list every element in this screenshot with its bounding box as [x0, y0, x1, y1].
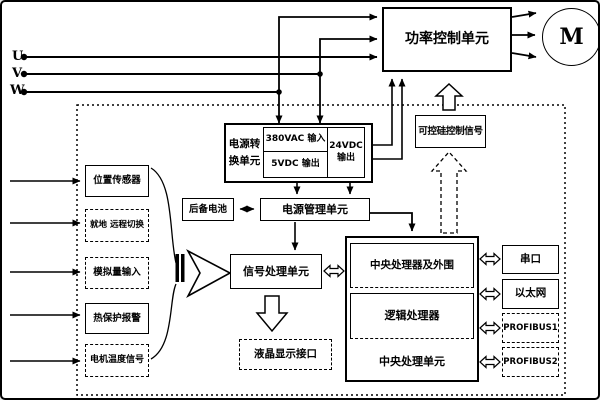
junction-dots — [20, 53, 323, 282]
ethernet-port: 以太网 — [502, 279, 559, 309]
power-control-unit: 功率控制单元 — [382, 7, 512, 72]
double-arrow-profibus2 — [479, 355, 501, 369]
input-brace — [150, 167, 177, 360]
double-arrow-profibus1 — [479, 321, 501, 335]
lcd-arrow — [255, 295, 289, 333]
cpu-unit-label: 中央处理单元 — [379, 355, 445, 368]
backup-battery: 后备电池 — [182, 198, 234, 221]
profibus2-port: PROFIBUS2 — [502, 347, 559, 377]
hollow-arrows — [186, 82, 501, 369]
vac-input: 380VAC 输入 — [263, 127, 328, 152]
phase-u-label: U — [12, 49, 24, 64]
power-conversion-unit-label: 电源转换单元 — [228, 138, 261, 167]
double-arrow-signal-cpu — [323, 264, 345, 278]
input-arrows — [10, 177, 81, 365]
signal-processing-unit: 信号处理单元 — [230, 254, 322, 289]
power-management-unit: 电源管理单元 — [260, 198, 370, 221]
power-wires — [239, 78, 416, 251]
dotted-enclosure — [76, 104, 566, 396]
input-box-thermal-protection-alarm: 热保护报警 — [85, 303, 149, 334]
phase-w-label: W — [10, 83, 25, 98]
input-box-local-remote-switch: 就地 远程切换 — [85, 209, 149, 242]
serial-port: 串口 — [502, 245, 559, 274]
bundle-arrow — [186, 249, 232, 298]
motor: M — [542, 8, 598, 66]
logic-processor: 逻辑处理器 — [350, 293, 474, 339]
scr-dashed-arrow — [430, 151, 468, 234]
profibus1-port: PROFIBUS1 — [502, 313, 559, 343]
scr-up-arrow — [434, 82, 464, 111]
phase-v-label: V — [12, 66, 23, 81]
lcd-display-interface: 液晶显示接口 — [239, 339, 332, 370]
phase-lines — [27, 13, 378, 124]
motor-wires — [511, 10, 537, 60]
input-box-position-sensor: 位置传感器 — [85, 165, 149, 197]
double-arrow-serial — [479, 252, 501, 266]
vdc5-output: 5VDC 输出 — [263, 151, 328, 178]
input-box-motor-temperature-signal: 电机温度信号 — [85, 344, 149, 377]
connector-bars — [175, 254, 179, 282]
double-arrow-ethernet — [479, 287, 501, 301]
input-box-analog-input: 模拟量输入 — [85, 257, 149, 289]
cpu-and-peripherals: 中央处理器及外围 — [350, 243, 474, 288]
scr-control-signal: 可控硅控制信号 — [415, 115, 486, 148]
vdc24-output: 24VDC 输出 — [327, 127, 365, 178]
